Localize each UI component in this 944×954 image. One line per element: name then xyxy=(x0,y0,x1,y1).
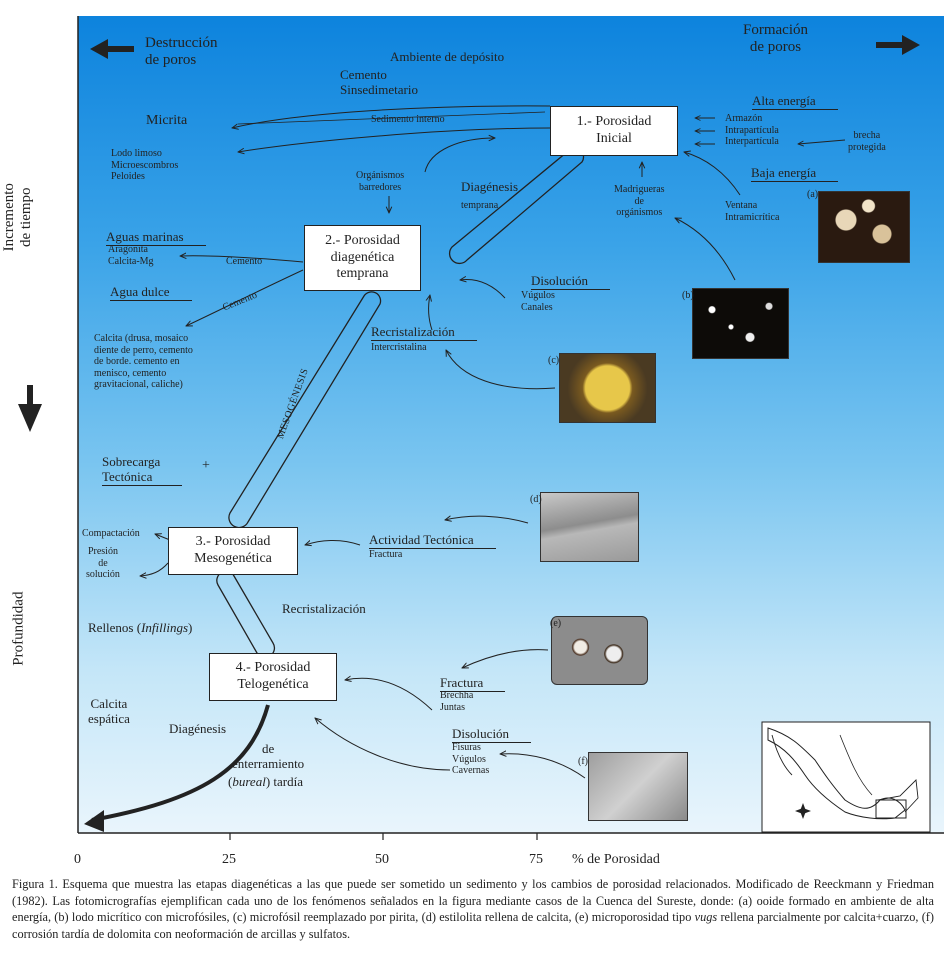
madrigueras-label: Madrigueras de orgánismos xyxy=(614,184,665,218)
x-tick-50: 50 xyxy=(375,852,389,867)
calcita-espatica-label: Calcita espática xyxy=(88,696,130,726)
tube-mesogenesis xyxy=(228,291,382,529)
photo-f-label: (f) xyxy=(578,756,588,767)
temprana-label: temprana xyxy=(461,200,499,211)
baja-energia-label: Baja energía xyxy=(751,165,839,182)
incremento-label: Incremento de tiempo xyxy=(0,183,35,252)
figure-caption: Figura 1. Esquema que muestra las etapas… xyxy=(12,877,934,942)
photo-a-label: (a) xyxy=(807,189,819,200)
brecha-label: brecha protegida xyxy=(848,130,886,153)
north-star-icon xyxy=(795,803,811,819)
recristalizacion-2-label: Recristalización xyxy=(282,601,366,616)
micrita-label: Micrita xyxy=(146,113,188,128)
box-porosidad-telogenetica: 4.- Porosidad Telogenética xyxy=(209,653,337,701)
profundidad-label: Profundidad xyxy=(10,591,27,666)
actividad-tectonica-label: Actividad Tectónica xyxy=(369,532,496,549)
box-porosidad-mesogenetica: 3.- Porosidad Mesogenética xyxy=(168,527,298,575)
x-tick-75: 75 xyxy=(529,852,543,867)
alta-energia-list: Armazón Intrapartícula Interpartícula xyxy=(725,113,779,147)
baja-energia-list: Ventana Intramicrítica xyxy=(725,200,780,223)
photo-d-label: (d) xyxy=(530,494,542,505)
organismos-label: Orgánismos barredores xyxy=(356,170,405,193)
cemento-marino-label: Cemento xyxy=(226,256,263,267)
disolucion-1-list: Vúgulos Canales xyxy=(521,290,555,313)
lodo-list: Lodo limoso Microescombros Peloides xyxy=(111,148,179,182)
formacion-label: Formación de poros xyxy=(743,22,808,56)
aguas-marinas-label: Aguas marinas xyxy=(106,229,206,246)
right-direction-arrow xyxy=(876,35,920,55)
aguas-marinas-list: Aragonita Calcita-Mg xyxy=(108,244,154,267)
disolucion-2-list: Fisuras Vúgulos Cavernas xyxy=(452,742,490,776)
fractura-2-label: Fractura xyxy=(440,675,506,692)
calcita-list: Calcita (drusa, mosaico diente de perro,… xyxy=(94,333,193,390)
x-tick-0: 0 xyxy=(74,852,81,867)
diagenesis-temprana-label: Diagénesis xyxy=(461,179,519,194)
x-axis-label: % de Porosidad xyxy=(572,852,660,867)
photo-e-label: (e) xyxy=(550,618,562,629)
box-porosidad-temprana: 2.- Porosidad diagenética temprana xyxy=(304,225,421,291)
alta-energia-label: Alta energía xyxy=(752,93,838,110)
x-tick-25: 25 xyxy=(222,852,236,867)
intercristalina-label: Intercristalina xyxy=(371,342,427,353)
disolucion-2-label: Disolución xyxy=(452,726,532,743)
compactacion-label: Compactación xyxy=(82,528,140,539)
enterramiento-label: de enterramiento xyxy=(232,741,305,771)
bureal-tardia-label: (bureal) tardía xyxy=(228,774,303,789)
diagenesis-tardia-label: Diagénesis xyxy=(169,721,227,736)
tube-telogenesis xyxy=(216,570,276,659)
fractura-2-list: Brechha Juntas xyxy=(440,690,474,713)
photo-b-label: (b) xyxy=(682,290,694,301)
recristalizacion-1-label: Recristalización xyxy=(371,324,477,341)
left-direction-arrow xyxy=(90,39,134,59)
photo-c-pyrite xyxy=(559,353,656,423)
rellenos-label: Rellenos (Infillings) xyxy=(88,620,193,635)
photo-e-vugs xyxy=(551,616,648,685)
photo-f-dolomite xyxy=(588,752,688,821)
agua-dulce-label: Agua dulce xyxy=(110,284,192,301)
ambiente-label: Ambiente de depósito xyxy=(390,49,505,64)
presion-label: Presión de solución xyxy=(86,546,120,580)
photo-b-micrite xyxy=(692,288,789,359)
plus-sign: + xyxy=(202,458,210,473)
sobrecarga-label: Sobrecarga Tectónica xyxy=(102,454,183,486)
cemento-sin-label: Cemento Sinsedimetario xyxy=(340,67,418,97)
photo-a-ooid xyxy=(818,191,910,263)
photo-c-label: (c) xyxy=(548,355,560,366)
map-inset xyxy=(761,721,931,833)
fractura-1-label: Fractura xyxy=(369,549,403,560)
disolucion-1-label: Disolución xyxy=(531,273,611,290)
destruccion-label: Destrucción de poros xyxy=(145,35,218,69)
x-axis-ticks xyxy=(229,833,538,840)
box-porosidad-inicial: 1.- Porosidad Inicial xyxy=(550,106,678,156)
down-direction-arrow xyxy=(18,385,42,432)
sedimento-interno-label: Sedimento interno xyxy=(371,114,445,125)
photo-d-stylolite xyxy=(540,492,639,562)
